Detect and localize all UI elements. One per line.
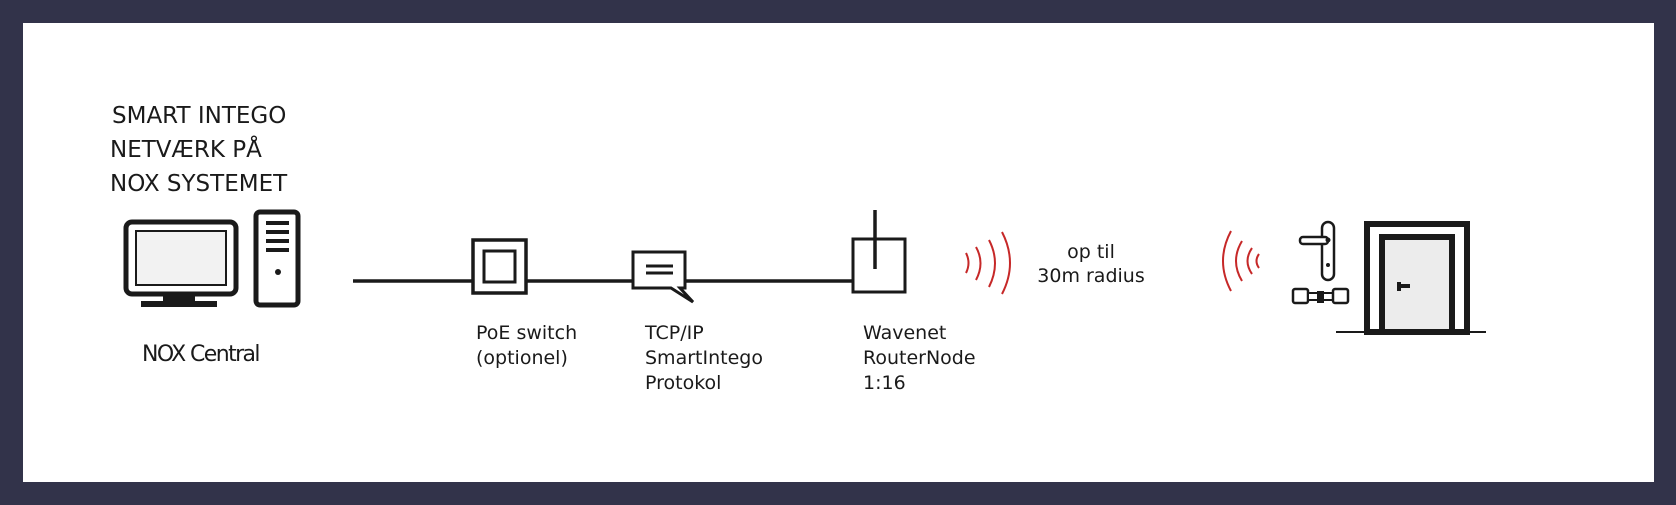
diagram-canvas: SMART INTEGO NETVÆRK PÅ NOX SYSTEMET xyxy=(23,23,1654,482)
central-label: NOX Central xyxy=(142,342,261,367)
diagram-title-line-3: NOX SYSTEMET xyxy=(110,171,288,197)
speech-bubble-icon xyxy=(631,250,695,304)
router-node-icon xyxy=(851,210,907,294)
door-handle-icon xyxy=(1298,220,1336,282)
router-node-label-line-2: RouterNode xyxy=(863,347,976,369)
pc-tower-icon xyxy=(253,209,301,308)
poe-switch-label-line-1: PoE switch xyxy=(476,322,578,344)
radius-note-line-2: 30m radius xyxy=(1037,265,1145,287)
router-node-label-line-1: Wavenet xyxy=(863,322,947,344)
protocol-label-line-2: SmartIntego xyxy=(645,347,763,369)
router-node-label-line-3: 1:16 xyxy=(863,372,906,394)
radius-note-line-1: op til xyxy=(1067,241,1115,263)
computer-icon xyxy=(123,219,239,307)
poe-switch-icon xyxy=(471,238,528,295)
door-icon xyxy=(1336,221,1486,335)
lock-cylinder-icon xyxy=(1291,287,1350,305)
wireless-signal-icon xyxy=(965,231,1011,295)
protocol-label-line-1: TCP/IP xyxy=(645,322,704,344)
wireless-signal-icon xyxy=(1222,230,1260,292)
protocol-label-line-3: Protokol xyxy=(645,372,722,394)
diagram-title-line-2: NETVÆRK PÅ xyxy=(110,137,262,163)
network-diagram xyxy=(123,209,1486,335)
diagram-title-line-1: SMART INTEGO xyxy=(112,103,287,129)
poe-switch-label-line-2: (optionel) xyxy=(476,347,568,369)
